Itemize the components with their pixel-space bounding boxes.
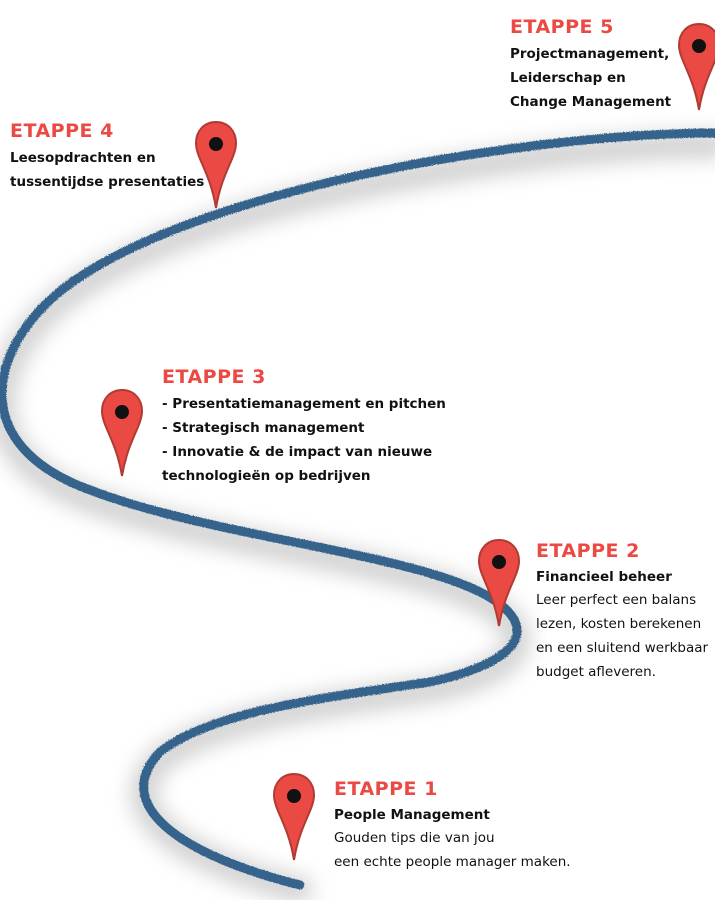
stage-title: ETAPPE 1 <box>334 778 438 800</box>
stage-title: ETAPPE 4 <box>10 120 114 142</box>
stage-line: - Strategisch management <box>162 420 365 436</box>
stage-line: een echte people manager maken. <box>334 854 571 870</box>
stage-title: ETAPPE 5 <box>510 16 614 38</box>
stage-line: Leer perfect een balans <box>536 592 697 608</box>
stage-4: ETAPPE 4 Leesopdrachten en tussentijdse … <box>10 120 204 194</box>
stage-1: ETAPPE 1 People Management Gouden tips d… <box>334 778 571 874</box>
stage-2: ETAPPE 2 Financieel beheer Leer perfect … <box>536 540 708 684</box>
stage-5: ETAPPE 5 Projectmanagement, Leiderschap … <box>510 16 671 114</box>
map-pin-icon <box>677 22 715 112</box>
road-line <box>0 128 715 890</box>
stage-line: - Presentatiemanagement en pitchen <box>162 396 446 412</box>
stage-line: Projectmanagement, <box>510 46 670 62</box>
stage-line: Change Management <box>510 94 672 110</box>
road-shadow <box>0 132 715 900</box>
map-pin-icon <box>100 388 144 478</box>
stage-line: - Innovatie & de impact van nieuwe <box>162 444 433 460</box>
map-pin-icon <box>272 772 316 862</box>
stage-line: Gouden tips die van jou <box>334 830 495 846</box>
stage-subtitle: Financieel beheer <box>536 569 672 585</box>
stage-line: budget afleveren. <box>536 664 656 680</box>
stage-subtitle: People Management <box>334 807 490 823</box>
stage-line: tussentijdse presentaties <box>10 174 205 190</box>
stage-line: Leesopdrachten en <box>10 150 156 166</box>
stage-title: ETAPPE 3 <box>162 366 266 388</box>
map-pin-icon <box>477 538 521 628</box>
stage-3: ETAPPE 3 - Presentatiemanagement en pitc… <box>162 366 446 488</box>
stage-line: Leiderschap en <box>510 70 626 86</box>
stage-line: en een sluitend werkbaar <box>536 640 709 656</box>
stage-line: lezen, kosten berekenen <box>536 616 702 632</box>
map-pin-icon <box>194 120 238 210</box>
stage-title: ETAPPE 2 <box>536 540 640 562</box>
stage-line: technologieën op bedrijven <box>162 468 371 484</box>
stage-bullet-list: - Presentatiemanagement en pitchen - Str… <box>162 392 446 488</box>
